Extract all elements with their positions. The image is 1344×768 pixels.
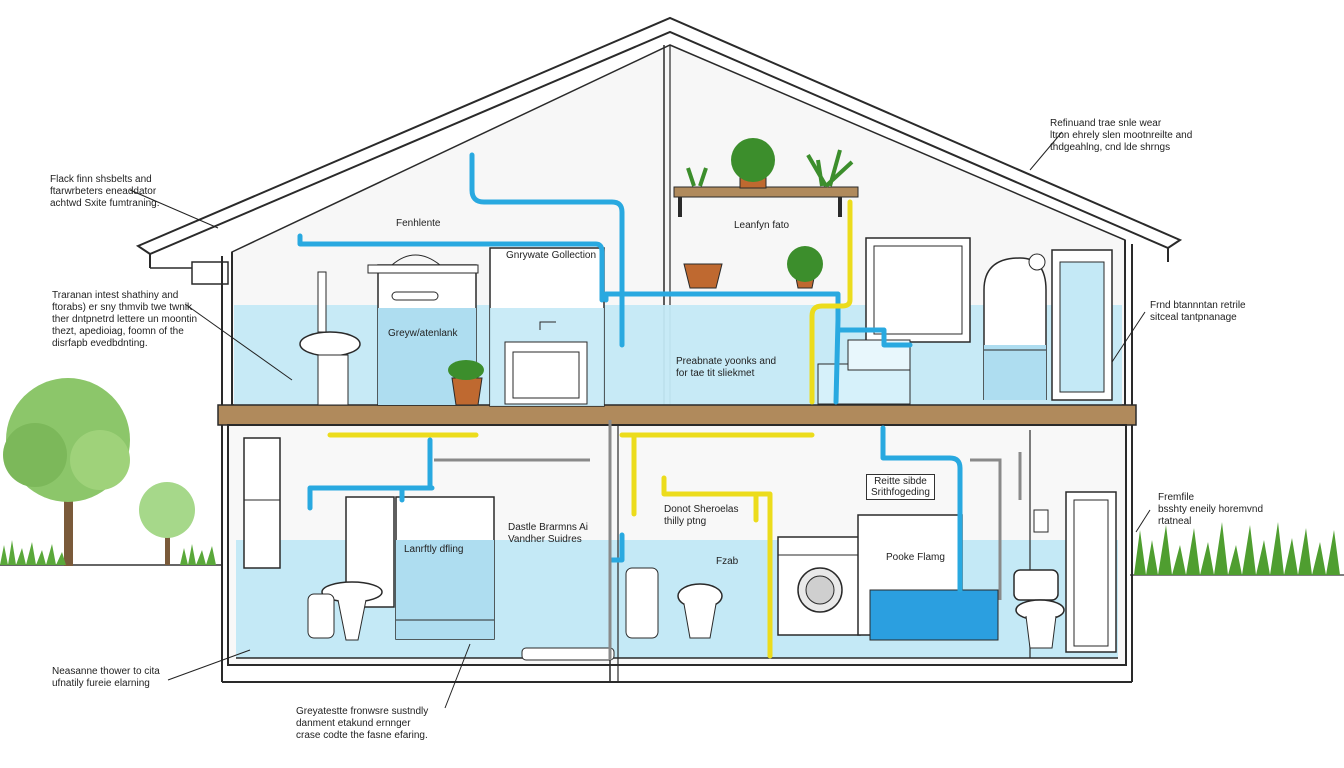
floor-slab <box>217 404 1137 426</box>
annotation-bottom-center: Greyatestte fronwsre sustndly danment et… <box>296 706 429 741</box>
annotation-bottom-left: Neasanne thower to cita ufnatily fureie … <box>52 666 160 689</box>
laundry-tank-lower <box>395 496 495 640</box>
upper-sink <box>299 271 361 406</box>
lower-door-right <box>1033 491 1117 653</box>
label-fixture-top: Fenhlente <box>396 218 441 229</box>
leader-lines <box>129 131 1151 709</box>
annotation-mid-right: Frnd btannntan retrile sitceal tantpnana… <box>1150 300 1246 323</box>
washing-machine <box>777 536 861 636</box>
label-pedie-flamg: Pooke Flamg <box>886 552 945 563</box>
label-washer: Reitte sibde Srithfogeding <box>866 474 935 500</box>
toilet-lower-center <box>521 567 723 661</box>
toilet-lower-right <box>1013 569 1065 649</box>
annotation-top-left: Flack finn shsbelts and ftarwrbeters ene… <box>50 174 160 209</box>
annotation-mid-left: Traranan intest shathiny and ftorabs) er… <box>52 290 198 349</box>
lower-sink-left <box>307 581 383 641</box>
tree-large <box>3 378 130 566</box>
grass-left <box>0 540 216 565</box>
greywater-tank-upper <box>367 254 479 406</box>
yellow-pipes <box>327 199 853 659</box>
grey-pipes <box>434 420 1022 660</box>
label-laundry-drain: Lanrftly dfling <box>404 544 464 555</box>
roof <box>135 16 1183 285</box>
grass-right <box>1134 522 1344 575</box>
shower-upper-right <box>983 249 1113 401</box>
plant-upper-left <box>448 360 484 406</box>
annotation-lower-right: Fremfile bsshty eneily horemvnd rtatneal <box>1158 492 1264 527</box>
label-drain-note: Dastle Brarmns Ai Vandher Suidres <box>508 522 589 545</box>
utility-cabinet <box>857 514 999 641</box>
label-greywater-collection: Gnrywate Gollection <box>506 250 597 261</box>
plant-shelf <box>673 138 859 217</box>
greywater-collection-cabinet <box>489 247 605 407</box>
annotation-top-right: Refinuand trae snle wear ltron ehrely sl… <box>1050 118 1193 153</box>
label-lanthyn: Leanfyn fato <box>734 220 790 231</box>
label-outlet-note: Donot Sheroelas thilly ptng <box>664 504 739 527</box>
label-greywater-tank: Greyw/atenlank <box>388 328 458 339</box>
plant-mid <box>683 246 823 289</box>
window-upper-right <box>865 237 971 343</box>
label-ftzab: Fzab <box>716 556 739 567</box>
label-pressure-note: Preabnate yoonks and for tae tit sliekme… <box>676 356 777 379</box>
blue-pipes <box>297 152 963 593</box>
tree-small <box>139 482 195 565</box>
lower-window-left <box>243 437 281 569</box>
